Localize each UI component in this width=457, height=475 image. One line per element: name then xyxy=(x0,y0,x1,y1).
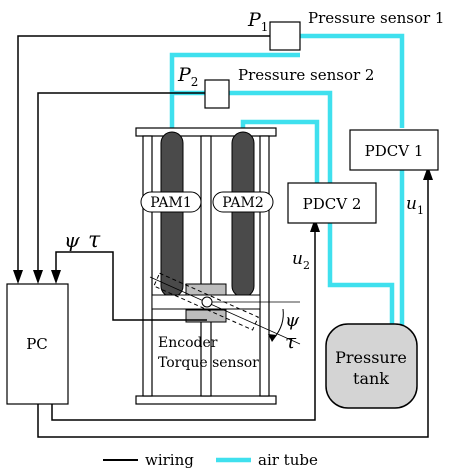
legend-air-tube-label: air tube xyxy=(258,451,318,469)
pdcv1-label: PDCV 1 xyxy=(365,142,424,160)
torque-sensor-block-bottom xyxy=(185,309,227,323)
frame-top-plate xyxy=(135,127,277,137)
u1-label: u1 xyxy=(406,194,424,217)
wire-ps1-to-pc xyxy=(17,35,270,274)
p1-symbol: P1 xyxy=(247,9,268,34)
angle-arc-arrowhead xyxy=(268,334,277,342)
wire-pc-to-pdcv2 xyxy=(51,228,316,421)
pressure-sensor-1-label: Pressure sensor 1 xyxy=(308,9,444,27)
wire-pc-to-pdcv1 xyxy=(37,174,429,438)
pdcv2-label: PDCV 2 xyxy=(303,195,362,213)
u2-label: u2 xyxy=(292,249,310,272)
rotated-bar xyxy=(153,272,259,331)
pam1-muscle xyxy=(160,131,184,298)
pc-label: PC xyxy=(26,335,48,353)
pressure-sensor-2-label: Pressure sensor 2 xyxy=(238,66,374,84)
pressure-tank-label-line2: tank xyxy=(353,369,389,388)
tau-signal-label: τ xyxy=(88,228,101,253)
wire-ps2-to-pc xyxy=(37,92,205,274)
wire-sensor-to-pc xyxy=(55,251,207,321)
tau-angle-label: τ xyxy=(285,329,297,353)
angle-arc xyxy=(273,308,284,339)
wiring xyxy=(17,35,429,438)
frame-right-post xyxy=(259,135,270,397)
torque-sensor-label: Torque sensor xyxy=(158,355,259,371)
wire-arrowheads xyxy=(13,166,433,284)
rotated-reference-line xyxy=(149,276,301,345)
test-rig-frame xyxy=(135,127,277,405)
frame-left-post xyxy=(142,135,153,397)
air-tube-ps1 xyxy=(300,33,405,325)
pdcv1-box xyxy=(349,129,439,171)
air-tube-pam1 xyxy=(169,52,300,136)
pc-box xyxy=(6,283,69,405)
legend: wiring air tube xyxy=(103,451,318,469)
encoder-assembly xyxy=(149,272,301,345)
pam2-label: PAM2 xyxy=(222,195,264,211)
p2-symbol: P2 xyxy=(177,64,198,89)
pam1-label-box xyxy=(140,191,202,213)
psi-signal-label: ψ xyxy=(64,228,80,252)
legend-wiring-label: wiring xyxy=(145,451,194,469)
pressure-tank-label-line1: Pressure xyxy=(335,348,407,367)
pressure-sensor-1-box xyxy=(269,21,301,51)
pressure-tank xyxy=(325,323,418,409)
encoder-label: Encoder xyxy=(158,335,218,351)
pam1-label: PAM1 xyxy=(150,195,192,211)
frame-bottom-plate xyxy=(135,395,277,405)
pressure-sensor-2-box xyxy=(204,79,230,109)
pivot-joint xyxy=(201,296,213,308)
psi-angle-label: ψ xyxy=(285,310,300,331)
pam2-label-box xyxy=(212,191,274,213)
air-tube-ps2 xyxy=(229,90,395,325)
frame-center-post xyxy=(200,135,212,397)
pdcv2-box xyxy=(287,182,377,224)
pam2-muscle xyxy=(231,131,255,298)
